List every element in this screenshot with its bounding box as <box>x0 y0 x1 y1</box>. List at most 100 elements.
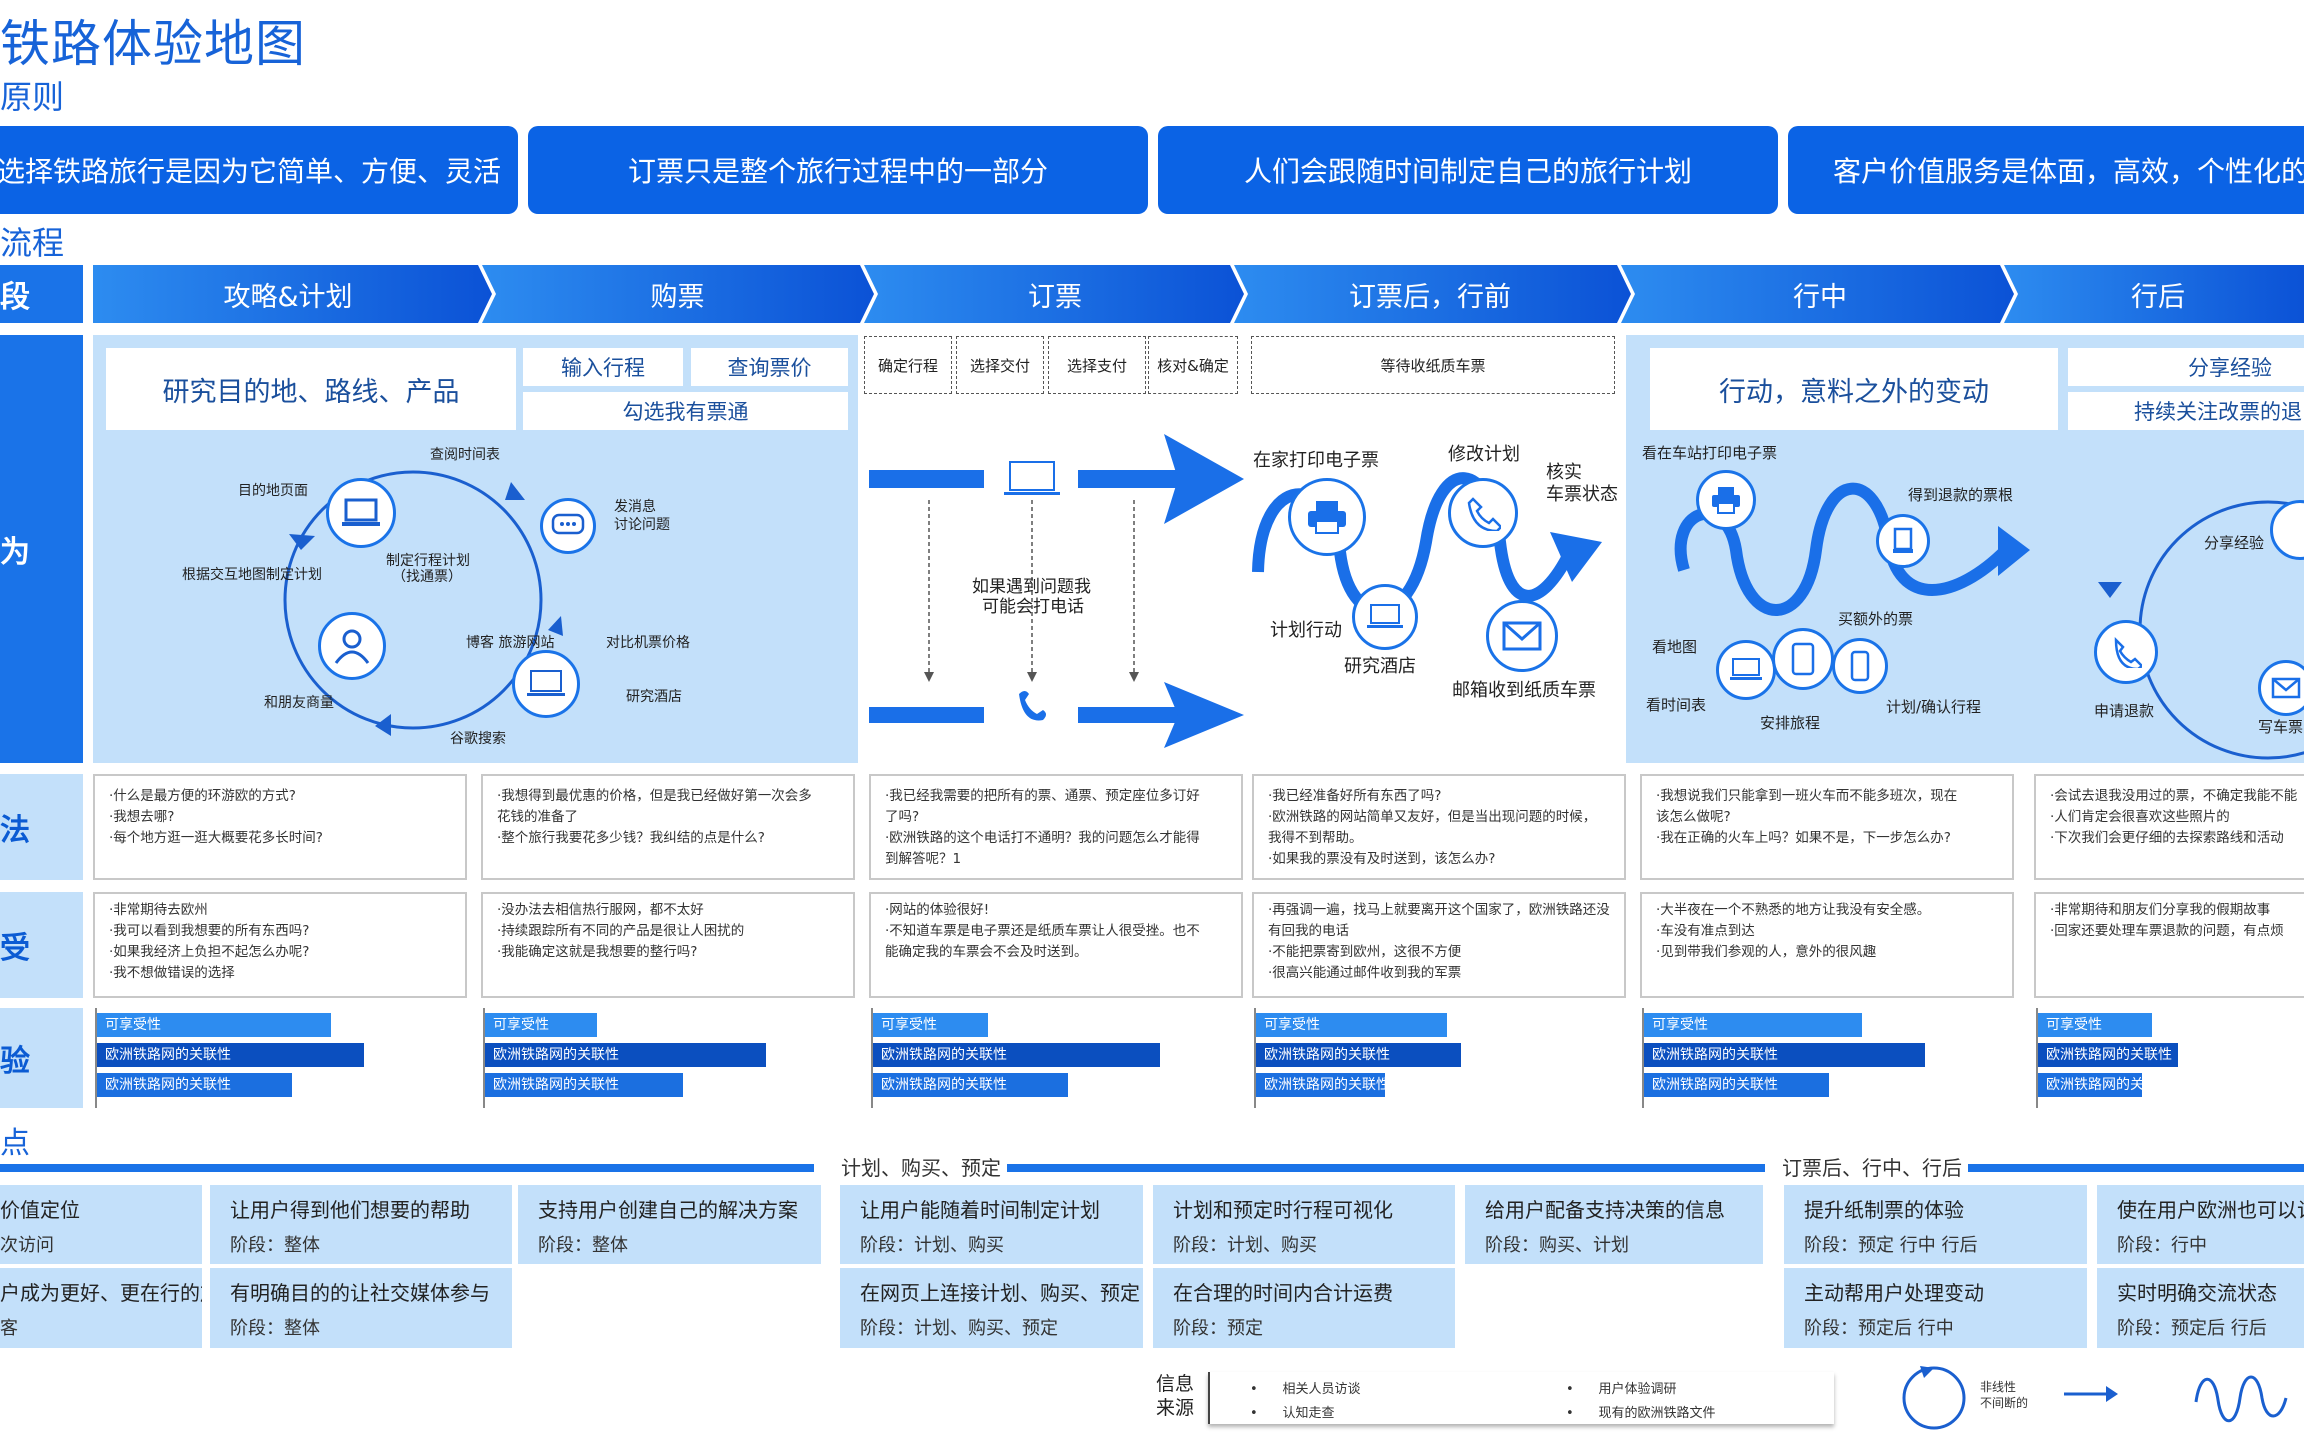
stage-label: 订票后，行前 <box>1349 281 1511 313</box>
experience-axis <box>1642 1008 1644 1108</box>
thought-box: ·什么是最方便的环游欧的方式?·我想去哪?·每个地方逛一逛大概要花多长时间? <box>93 774 467 880</box>
experience-bar: 欧洲铁路网的关联性 <box>97 1073 292 1097</box>
stage-label: 攻略&计划 <box>223 281 353 313</box>
wait-ticket-box: 等待收纸质车票 <box>1251 336 1615 394</box>
share-box: 分享经验 <box>2068 348 2304 386</box>
wave-icon <box>2194 1375 2288 1423</box>
opportunity-card: 提升纸制票的体验阶段：预定 行中 行后 <box>1784 1185 2087 1264</box>
node-label: （找通票） <box>392 569 462 585</box>
node-label: 根据交互地图制定计划 <box>182 567 322 583</box>
node-label: 看在车站打印电子票 <box>1642 444 1778 462</box>
experience-bar: 欧洲铁路网的关联性 <box>485 1043 766 1067</box>
experience-axis <box>95 1008 97 1108</box>
opportunity-card: 在合理的时间内合计运费阶段：预定 <box>1153 1268 1455 1348</box>
experience-bar: 欧洲铁路网的关联性 <box>2038 1073 2142 1097</box>
legend-icons <box>1902 1366 2288 1430</box>
experience-axis <box>871 1008 873 1108</box>
stage-arrow <box>1234 265 1631 323</box>
step-box: 选择交付 <box>956 336 1044 394</box>
printer-icon <box>1288 478 1366 556</box>
tablet-icon <box>1772 628 1834 690</box>
thought-box: ·我已经准备好所有东西了吗?·欧洲铁路的网站简单又友好，但是当出现问题的时候，我… <box>1252 774 1626 880</box>
node-label: 目的地页面 <box>238 483 308 499</box>
feeling-box: ·大半夜在一个不熟悉的地方让我没有安全感。·车没有准点到达·见到带我们参观的人，… <box>1640 892 2014 998</box>
feeling-box: ·非常期待去欧州·我可以看到我想要的所有东西吗?·如果我经济上负担不起怎么办呢?… <box>93 892 467 998</box>
experience-bar: 可享受性 <box>1256 1013 1447 1037</box>
research-box: 研究目的地、路线、产品 <box>106 348 516 430</box>
printer-icon <box>1696 470 1756 530</box>
opportunity-card: 给用户配备支持决策的信息阶段：购买、计划 <box>1465 1185 1763 1264</box>
thought-box: ·我想说我们只能拿到一班火车而不能多班次，现在该怎么做呢?·我在正确的火车上吗？… <box>1640 774 2014 880</box>
node-label: 申请退款 <box>2094 702 2155 720</box>
opportunity-card: 价值定位次访问 <box>0 1185 202 1264</box>
experience-bar: 欧洲铁路网的关联性 <box>485 1073 683 1097</box>
phone-icon <box>1448 478 1518 548</box>
follow-refund-box: 持续关注改票的退 <box>2068 392 2304 430</box>
laptop-icon <box>512 650 580 718</box>
opportunity-card: 让用户得到他们想要的帮助阶段：整体 <box>210 1185 512 1264</box>
railpass-box: 勾选我有票通 <box>523 392 848 430</box>
node-label: 研究酒店 <box>626 689 682 705</box>
node-label: 修改计划 <box>1448 444 1520 465</box>
experience-bar: 欧洲铁路网的关联性 <box>873 1043 1160 1067</box>
group-divider <box>1960 1164 2304 1172</box>
booking-flow-diagram <box>869 434 1244 748</box>
group-divider <box>0 1164 814 1172</box>
row-label-thoughts: 法 <box>0 774 83 880</box>
experience-bar: 欧洲铁路网的关联性 <box>1256 1073 1385 1097</box>
source-item: • 相关人员访谈 <box>1250 1382 1361 1397</box>
node-label: 查阅时间表 <box>430 447 500 463</box>
experience-bar: 可享受性 <box>2038 1013 2152 1037</box>
stage-arrows <box>93 265 2304 323</box>
row-label-experience: 验 <box>0 1008 83 1108</box>
experience-axis <box>1254 1008 1256 1108</box>
node-label: 看地图 <box>1652 638 1698 656</box>
node-label: 买额外的票 <box>1838 610 1914 628</box>
principle-card: 客户价值服务是体面，高效，个性化的服 <box>1788 126 2304 214</box>
call-note: 如果遇到问题我 <box>972 577 1091 597</box>
node-label: 发消息 <box>614 499 656 515</box>
feeling-box: ·没办法去相信热行服网，都不太好·持续跟踪所有不同的产品是很让人困扰的·我能确定… <box>481 892 855 998</box>
stage-arrow <box>864 265 1244 323</box>
call-note: 可能会打电话 <box>982 597 1084 617</box>
row-label-behavior: 为 <box>0 335 83 763</box>
laptop-icon <box>326 478 396 548</box>
stage-arrow <box>482 265 874 323</box>
principle-card: 人们会跟随时间制定自己的旅行计划 <box>1158 126 1778 214</box>
phone-icon <box>1832 638 1888 694</box>
step-box: 确定行程 <box>864 336 952 394</box>
node-label: 邮箱收到纸质车票 <box>1452 680 1596 701</box>
feeling-box: ·网站的体验很好!·不知道车票是电子票还是纸质车票让人很受挫。也不能确定我的车票… <box>869 892 1243 998</box>
pretrip-path-diagram <box>1252 472 1602 617</box>
step-box: 选择支付 <box>1048 336 1146 394</box>
node-label: 得到退款的票根 <box>1908 486 2014 504</box>
stage-label: 行后 <box>2131 281 2185 313</box>
experience-axis <box>483 1008 485 1108</box>
group-divider <box>1005 1164 1765 1172</box>
opportunity-card: 实时明确交流状态阶段：预定后 行后 <box>2097 1268 2304 1348</box>
experience-bar: 可享受性 <box>97 1013 331 1037</box>
node-label: 分享经验 <box>2204 534 2265 552</box>
input-itinerary-box: 输入行程 <box>523 348 683 386</box>
experience-bar: 欧洲铁路网的关联性 <box>1644 1043 1925 1067</box>
experience-bar: 欧洲铁路网的关联性 <box>1644 1073 1829 1097</box>
opportunity-card: 在网页上连接计划、购买、预定阶段：计划、购买、预定 <box>840 1268 1143 1348</box>
node-label: 车票状态 <box>1546 484 1618 505</box>
experience-bar: 欧洲铁路网的关联性 <box>2038 1043 2178 1067</box>
experience-axis <box>2036 1008 2038 1108</box>
experience-bar: 欧洲铁路网的关联性 <box>1256 1043 1461 1067</box>
principle-card: 订票只是整个旅行过程中的一部分 <box>528 126 1148 214</box>
principle-card: 选择铁路旅行是因为它简单、方便、灵活 <box>0 126 518 214</box>
source-item: • 认知走查 <box>1250 1406 1335 1421</box>
experience-bar: 可享受性 <box>485 1013 597 1037</box>
stage-arrow <box>1621 265 2014 323</box>
laptop-icon <box>1716 640 1776 700</box>
node-label: 研究酒店 <box>1344 656 1416 677</box>
node-label: 在家打印电子票 <box>1253 450 1379 471</box>
thought-box: ·我想得到最优惠的价格，但是我已经做好第一次会多花钱的准备了·整个旅行我要花多少… <box>481 774 855 880</box>
opportunity-card: 支持用户创建自己的解决方案阶段：整体 <box>518 1185 821 1264</box>
cycle-icon <box>1902 1366 1966 1430</box>
node-label: 计划/确认行程 <box>1886 698 1982 716</box>
mail-icon <box>1486 600 1558 672</box>
thought-box: ·我已经我需要的把所有的票、通票、预定座位多订好了吗?·欧洲铁路的这个电话打不通… <box>869 774 1243 880</box>
